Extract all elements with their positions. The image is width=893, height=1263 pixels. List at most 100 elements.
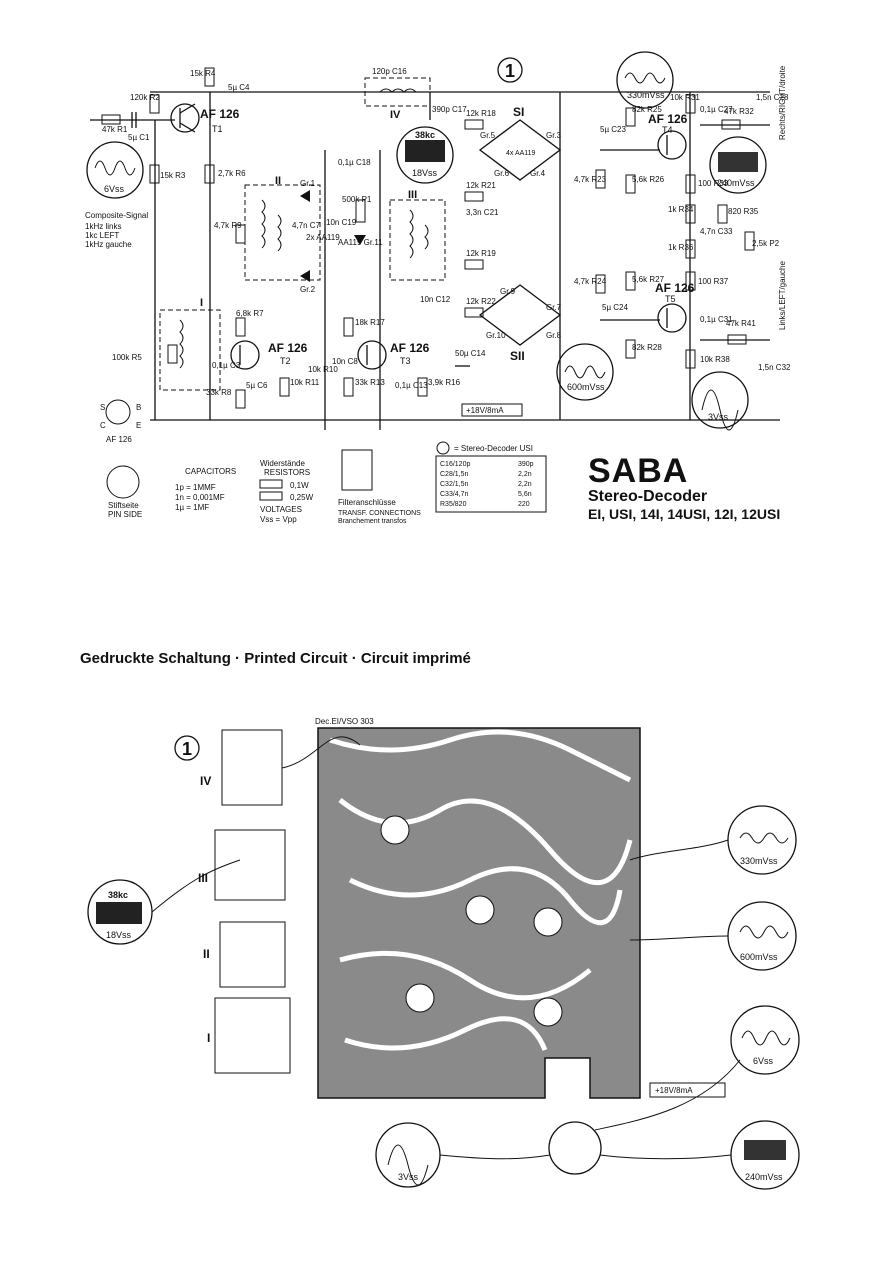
product-title: Stereo-Decoder — [588, 488, 708, 505]
waveform-t4-trace — [624, 72, 666, 84]
label-r32: 47k R32 — [724, 107, 754, 116]
waveform-outr-bubble — [709, 136, 767, 194]
label-c8: 10n C8 — [332, 357, 358, 366]
t1-emitter — [179, 122, 196, 133]
gr2-diode — [300, 270, 310, 282]
brand-title: SABA — [588, 452, 689, 490]
usi-row-1-a: C16/120p — [440, 461, 470, 468]
supply-box — [461, 403, 523, 417]
wave-pilot-freq: 38kc — [415, 130, 435, 140]
label-gr2: Gr.2 — [300, 285, 316, 294]
composite-line-2: 1kc LEFT — [85, 231, 119, 240]
pcb-trace-4 — [339, 950, 592, 1001]
r25-resistor — [625, 107, 636, 127]
pcb-wave-pilot-freq: 38kc — [108, 890, 128, 900]
pin-s-label: S — [100, 403, 105, 412]
waveform-pilot-trace — [405, 140, 445, 162]
waveform-pilot-bubble — [396, 126, 454, 184]
r38-resistor — [685, 349, 696, 369]
pcb-wire-3v — [439, 1154, 551, 1160]
r31-resistor — [685, 94, 696, 114]
label-aa119pair: 2x AA119 — [306, 233, 340, 242]
label-r28: 82k R28 — [632, 343, 662, 352]
composite-title: Composite-Signal — [85, 211, 148, 220]
pcb-label-ii: II — [203, 947, 210, 961]
label-r23: 4,7k R23 — [574, 175, 607, 184]
r37-resistor — [685, 271, 696, 291]
pcb-coil-iii-box — [214, 829, 286, 901]
label-r21: 12k R21 — [466, 181, 496, 190]
coil-i-box — [159, 309, 221, 391]
cap-line-1: 1p = 1MMF — [175, 483, 216, 492]
label-c17: 390p C17 — [432, 105, 467, 114]
bridge-sii — [478, 284, 562, 346]
label-bridge-diodes: 4x AA119 — [506, 150, 536, 157]
res-01w-symbol — [259, 479, 283, 489]
t1-type: AF 126 — [200, 107, 240, 121]
label-r27: 5,6k R27 — [632, 275, 665, 284]
coil-iv-box — [364, 77, 431, 107]
pcb-wave-240-trace — [744, 1140, 786, 1160]
t4-transistor — [657, 130, 687, 160]
widerstaende-label: Widerstände — [260, 459, 305, 468]
t2-ref: T2 — [280, 356, 291, 366]
label-coil-iii: III — [408, 189, 417, 201]
r26-resistor — [625, 174, 636, 194]
pcb-wire-pilot — [151, 859, 241, 913]
usi-row-3-b: 2,2n — [518, 481, 532, 488]
filter-title: Filteranschlüsse — [338, 498, 396, 507]
label-c13: 0,1µ C13 — [395, 381, 428, 390]
r34-resistor — [685, 204, 696, 224]
label-c27: 0,1µ C27 — [700, 105, 733, 114]
voltages-label: VOLTAGES — [260, 505, 302, 514]
label-sii: SII — [510, 349, 525, 363]
pcb-label-iii: III — [198, 871, 208, 885]
pcb-coil-iv-box — [221, 729, 283, 806]
r13-resistor — [343, 377, 354, 397]
resistors-label: RESISTORS — [264, 468, 310, 477]
label-coil-ii: II — [275, 175, 281, 187]
r19-resistor — [464, 259, 484, 270]
r2-resistor — [149, 94, 160, 114]
pcb-wire-330 — [629, 839, 729, 861]
label-r19: 12k R19 — [466, 249, 496, 258]
coil-ii-box — [244, 184, 321, 281]
label-r10: 10k R10 — [308, 365, 338, 374]
usi-table — [435, 455, 547, 513]
models-line: EI, USI, 14I, 14USI, 12I, 12USI — [588, 506, 781, 522]
label-gr3: Gr.3 — [546, 131, 562, 140]
waveform-outl-trace — [701, 389, 739, 431]
pcb-supply-label: +18V/8mA — [655, 1086, 693, 1095]
label-c31: 0,1µ C31 — [700, 315, 733, 324]
pcb-wave-330-amp: 330mVss — [740, 856, 778, 866]
label-coil-i: I — [200, 297, 203, 309]
pcb-wave-3v-trace — [387, 1144, 429, 1186]
label-gr9: Gr.9 — [500, 287, 516, 296]
r4-resistor — [204, 67, 215, 87]
label-r31: 10k R31 — [670, 93, 700, 102]
usi-row-2-a: C28/1,5n — [440, 471, 469, 478]
pcb-connector — [548, 1121, 602, 1175]
label-c6: 5µ C6 — [246, 381, 268, 390]
coil-l1 — [179, 319, 184, 369]
usi-note: = Stereo-Decoder USI — [454, 444, 533, 453]
r21-resistor — [464, 191, 484, 202]
pcb-t1-footprint — [405, 983, 435, 1013]
gr11-diode — [354, 235, 366, 245]
pcb-wave-pilot-amp: 18Vss — [106, 930, 132, 940]
t4-ref: T4 — [662, 125, 673, 135]
pcb-wave-240-amp: 240mVss — [745, 1172, 783, 1182]
vss-label: Vss = Vpp — [260, 515, 297, 524]
waveform-outr-trace — [718, 152, 758, 172]
label-gr7: Gr.7 — [546, 303, 562, 312]
connector-pin-side-icon — [106, 465, 140, 499]
r22-resistor — [464, 307, 484, 318]
label-si: SI — [513, 105, 524, 119]
t1-collector — [179, 103, 196, 114]
marker-1 — [497, 57, 523, 83]
r33-resistor — [685, 174, 696, 194]
waveform-input-bubble — [86, 141, 144, 199]
label-c32: 1,5n C32 — [758, 363, 791, 372]
label-r38: 10k R38 — [700, 355, 730, 364]
t3-type: AF 126 — [390, 341, 430, 355]
